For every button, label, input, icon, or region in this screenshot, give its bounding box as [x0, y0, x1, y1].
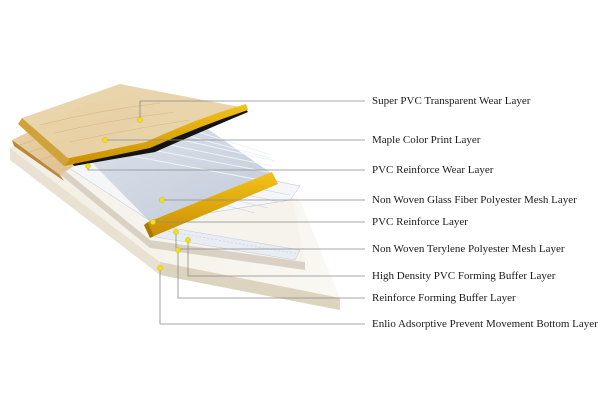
dot-5 — [150, 219, 156, 225]
dot-7 — [185, 237, 191, 243]
label-glass-fiber-mesh-layer: Non Woven Glass Fiber Polyester Mesh Lay… — [372, 194, 577, 206]
label-high-density-buffer-layer: High Density PVC Forming Buffer Layer — [372, 270, 556, 282]
label-maple-color-print-layer: Maple Color Print Layer — [372, 134, 481, 146]
label-pvc-reinforce-layer: PVC Reinforce Layer — [372, 216, 468, 228]
dot-3 — [85, 163, 91, 169]
dot-9 — [157, 265, 163, 271]
label-bottom-layer: Enlio Adsorptive Prevent Movement Bottom… — [372, 318, 598, 330]
leader-lines — [87, 100, 365, 325]
dot-4 — [159, 197, 165, 203]
dot-8 — [175, 247, 181, 253]
label-terylene-mesh-layer: Non Woven Terylene Polyester Mesh Layer — [372, 243, 565, 255]
leader-line-7 — [187, 240, 365, 277]
leader-line-1 — [139, 100, 365, 120]
callout-dots — [85, 117, 191, 271]
label-super-pvc-transparent-wear-layer: Super PVC Transparent Wear Layer — [372, 95, 531, 107]
pvc-reinforce-wear-strip — [144, 172, 278, 238]
dot-6 — [173, 229, 179, 235]
leader-line-8 — [177, 250, 365, 299]
leader-line-9 — [159, 268, 365, 325]
label-pvc-reinforce-wear-layer: PVC Reinforce Wear Layer — [372, 164, 494, 176]
dot-2 — [102, 137, 108, 143]
transparent-wear-layer — [18, 84, 248, 166]
dot-1 — [137, 117, 143, 123]
label-reinforce-forming-buffer-layer: Reinforce Forming Buffer Layer — [372, 292, 516, 304]
